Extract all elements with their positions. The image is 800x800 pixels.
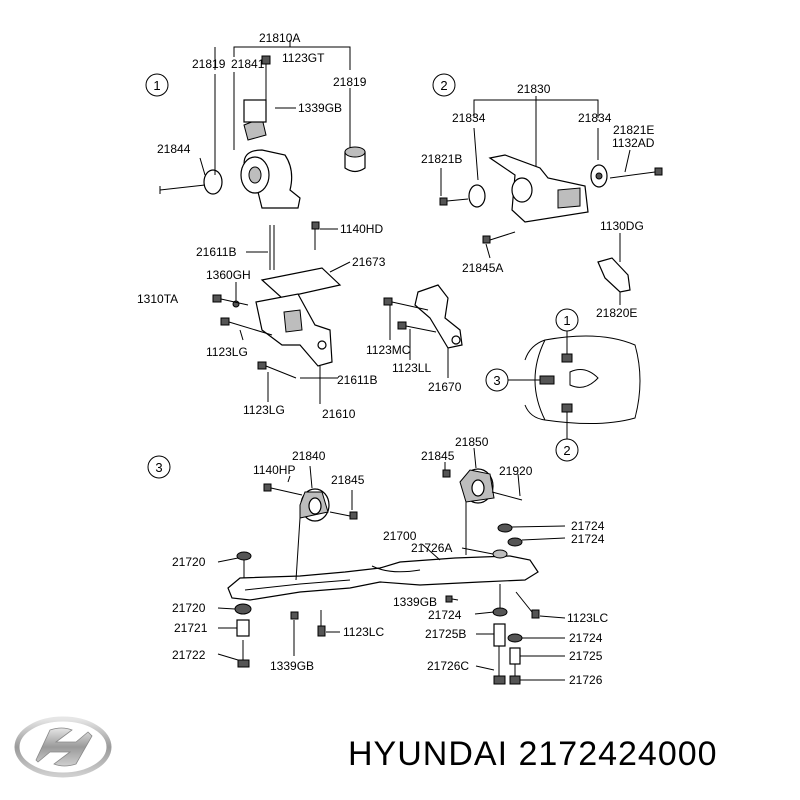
label-1132AD: 1132AD (612, 136, 655, 150)
label-1140HD: 1140HD (340, 222, 383, 236)
label-21830: 21830 (517, 82, 551, 96)
label-1140HP: 1140HP (253, 463, 295, 477)
inset-marker-2: 2 (563, 443, 570, 458)
label-21834-right: 21834 (578, 111, 612, 125)
section-2-number: 2 (440, 78, 447, 93)
label-1123LG-lower: 1123LG (243, 403, 285, 417)
label-21844: 21844 (157, 142, 191, 156)
label-21724-c: 21724 (569, 631, 603, 645)
part-labels: 21810A 21819 21841 1123GT 21819 1339GB 2… (137, 31, 655, 687)
section-1-drawing (159, 40, 463, 404)
orientation-inset: 1 2 3 (485, 308, 641, 462)
label-1339GB-mid: 1339GB (393, 595, 437, 609)
label-21610: 21610 (322, 407, 356, 421)
section-3-marker: 3 (147, 455, 171, 479)
label-21819-left: 21819 (192, 57, 226, 71)
section-1-marker: 1 (145, 73, 169, 97)
label-21724-b: 21724 (571, 532, 605, 546)
label-1123LC-right: 1123LC (567, 611, 608, 625)
brand-part-number: HYUNDAI 2172424000 (348, 735, 718, 773)
section-2-drawing (439, 96, 663, 305)
label-1123LG-upper: 1123LG (206, 345, 248, 359)
label-21850: 21850 (455, 435, 489, 449)
label-21726C: 21726C (427, 659, 469, 673)
inset-marker-1: 1 (563, 313, 570, 328)
label-1130DG: 1130DG (600, 219, 644, 233)
label-21611B-top: 21611B (196, 245, 236, 259)
section-1-number: 1 (153, 78, 160, 93)
hyundai-logo-icon (14, 716, 112, 778)
inset-marker-3: 3 (493, 373, 500, 388)
label-1360GH: 1360GH (206, 268, 251, 282)
label-1310TA: 1310TA (137, 292, 178, 306)
label-1123LL: 1123LL (392, 361, 431, 375)
label-21845-right: 21845 (421, 449, 455, 463)
section-3-number: 3 (155, 460, 162, 475)
label-21820E: 21820E (596, 306, 637, 320)
label-1123MC: 1123MC (366, 343, 411, 357)
label-21720-bottom: 21720 (172, 601, 206, 615)
label-1339GB-bottom: 1339GB (270, 659, 314, 673)
label-21845A: 21845A (462, 261, 503, 275)
label-21721: 21721 (174, 621, 208, 635)
label-21834-left: 21834 (452, 111, 486, 125)
label-21700: 21700 (383, 529, 417, 543)
label-21724-a: 21724 (571, 519, 605, 533)
section-2-marker: 2 (432, 73, 456, 97)
label-21920: 21920 (499, 464, 533, 478)
label-21725B: 21725B (425, 627, 466, 641)
label-21670: 21670 (428, 380, 462, 394)
label-21724-mid: 21724 (428, 608, 462, 622)
label-21819-right: 21819 (333, 75, 367, 89)
label-1123LC-left: 1123LC (343, 625, 384, 639)
section-3-drawing (217, 447, 566, 685)
label-21726: 21726 (569, 673, 603, 687)
label-21720-top: 21720 (172, 555, 206, 569)
label-21611B-lower: 21611B (337, 373, 377, 387)
label-21845-left: 21845 (331, 473, 365, 487)
label-1123GT: 1123GT (282, 51, 325, 65)
label-21821B: 21821B (421, 152, 462, 166)
label-21840: 21840 (292, 449, 326, 463)
label-21841: 21841 (231, 57, 265, 71)
label-21810A: 21810A (259, 31, 300, 45)
label-21673: 21673 (352, 255, 386, 269)
label-21725: 21725 (569, 649, 603, 663)
label-21821E: 21821E (613, 123, 654, 137)
label-1339GB-top: 1339GB (298, 101, 342, 115)
label-21726A: 21726A (411, 541, 452, 555)
label-21722: 21722 (172, 648, 206, 662)
